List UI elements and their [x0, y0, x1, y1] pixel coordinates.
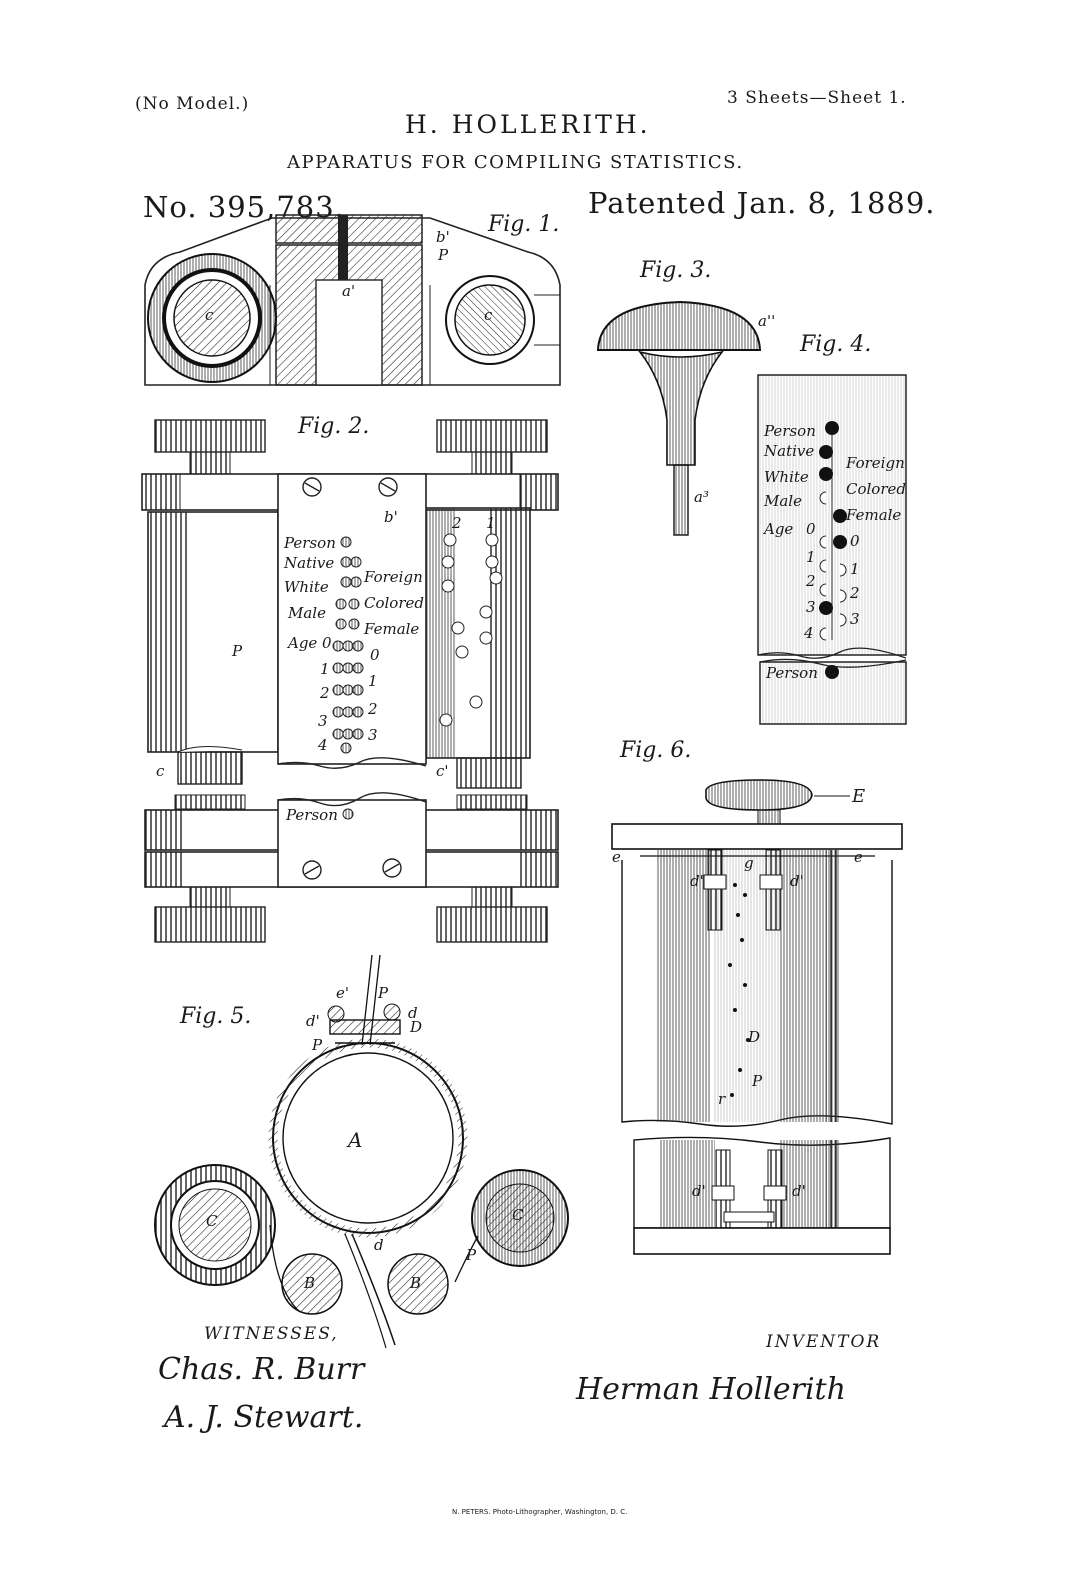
witnesses-heading: WITNESSES,	[204, 1324, 339, 1344]
fig4-age-right: 2	[850, 584, 860, 602]
fig2-letter: c'	[436, 762, 449, 780]
fig5-letter: P	[466, 1246, 477, 1264]
sheet-count: 3 Sheets—Sheet 1.	[727, 88, 907, 108]
inventor-heading: INVENTOR	[766, 1332, 882, 1352]
fig2-letter: b'	[384, 508, 398, 526]
fig5-letter: d	[408, 1004, 418, 1022]
fig4-age-left: 3	[806, 598, 816, 616]
card-label-white: White	[284, 578, 329, 596]
fig5-letter: C	[206, 1212, 218, 1230]
fig6-letter: D	[748, 1028, 761, 1046]
fig4-label-native: Native	[764, 442, 815, 460]
fig1-letter: b'	[436, 228, 450, 246]
fig5-letter: A	[348, 1128, 363, 1152]
fig4-label-female: Female	[846, 506, 902, 524]
fig6-letter: d'	[790, 872, 804, 890]
fig4-label-person-stub: Person	[766, 664, 818, 682]
card-age-left: 0	[322, 634, 332, 652]
card-label-foreign: Foreign	[364, 568, 423, 586]
figure-4-label: Fig. 4.	[800, 332, 872, 357]
fig5-letter: P	[378, 984, 389, 1002]
card-age-right: 3	[368, 726, 378, 744]
figure-5-label: Fig. 5.	[180, 1004, 252, 1029]
card-label-age: Age	[288, 634, 318, 652]
card-label-male: Male	[288, 604, 326, 622]
patented-date: Patented Jan. 8, 1889.	[588, 186, 936, 220]
card-age-left: 2	[320, 684, 330, 702]
card-age-left: 3	[318, 712, 328, 730]
fig1-letter: c	[484, 306, 493, 324]
fig4-age-left: 0	[806, 520, 816, 538]
fig5-letter: P	[312, 1036, 323, 1054]
fig5-letter: e'	[336, 984, 350, 1002]
printer-credit: N. PETERS. Photo-Lithographer, Washingto…	[452, 1508, 628, 1516]
fig3-letter: a''	[758, 312, 776, 330]
fig4-age-left: 2	[806, 572, 816, 590]
fig4-age-right: 1	[850, 560, 860, 578]
fig6-letter: e	[854, 848, 863, 866]
fig5-letter: d'	[306, 1012, 320, 1030]
card-label-female: Female	[364, 620, 420, 638]
fig4-label-age: Age	[764, 520, 794, 538]
fig6-letter: d'	[692, 1182, 706, 1200]
model-note: (No Model.)	[135, 94, 250, 114]
card-label-native: Native	[284, 554, 335, 572]
card-age-right: 0	[370, 646, 380, 664]
figure-1-label: Fig. 1.	[488, 212, 560, 237]
fig6-letter: P	[752, 1072, 763, 1090]
card-age-left: 1	[320, 660, 330, 678]
patent-title: APPARATUS FOR COMPILING STATISTICS.	[287, 152, 744, 173]
fig2-letter: 1	[486, 514, 496, 532]
fig4-age-right: 3	[850, 610, 860, 628]
card-age-right: 1	[368, 672, 378, 690]
fig4-label-foreign: Foreign	[846, 454, 905, 472]
card-label-person-stub: Person	[286, 806, 338, 824]
fig5-letter: B	[304, 1274, 316, 1292]
fig2-letter: 2	[452, 514, 462, 532]
fig4-label-male: Male	[764, 492, 802, 510]
fig6-letter: e	[612, 848, 621, 866]
figure-6-label: Fig. 6.	[620, 738, 692, 763]
fig4-age-left: 1	[806, 548, 816, 566]
inventor-signature: Herman Hollerith	[576, 1372, 846, 1407]
fig6-letter: d'	[792, 1182, 806, 1200]
fig2-letter: P	[232, 642, 243, 660]
fig6-letter: g	[744, 854, 754, 872]
card-label-person: Person	[284, 534, 336, 552]
fig4-label-person: Person	[764, 422, 816, 440]
card-age-left: 4	[318, 736, 328, 754]
card-age-right: 2	[368, 700, 378, 718]
fig4-label-colored: Colored	[846, 480, 906, 498]
card-label-colored: Colored	[364, 594, 424, 612]
fig6-letter: d'	[690, 872, 704, 890]
fig5-letter: d	[374, 1236, 384, 1254]
fig5-letter: B	[410, 1274, 422, 1292]
fig1-letter: c	[205, 306, 214, 324]
figure-2-label: Fig. 2.	[298, 414, 370, 439]
fig3-letter: a³	[694, 488, 709, 506]
fig1-letter: a'	[342, 282, 356, 300]
fig6-letter: r	[718, 1090, 726, 1108]
fig2-letter: c	[156, 762, 165, 780]
fig1-letter: P	[438, 246, 449, 264]
fig4-label-white: White	[764, 468, 809, 486]
fig5-letter: D	[410, 1018, 423, 1036]
fig5-letter: C	[512, 1206, 524, 1224]
fig6-letter: E	[852, 786, 866, 807]
fig4-age-left: 4	[804, 624, 814, 642]
witness-1-signature: Chas. R. Burr	[158, 1352, 365, 1387]
inventor-name: H. HOLLERITH.	[405, 110, 651, 139]
figure-3-label: Fig. 3.	[640, 258, 712, 283]
witness-2-signature: A. J. Stewart.	[164, 1400, 364, 1435]
fig4-age-right: 0	[850, 532, 860, 550]
